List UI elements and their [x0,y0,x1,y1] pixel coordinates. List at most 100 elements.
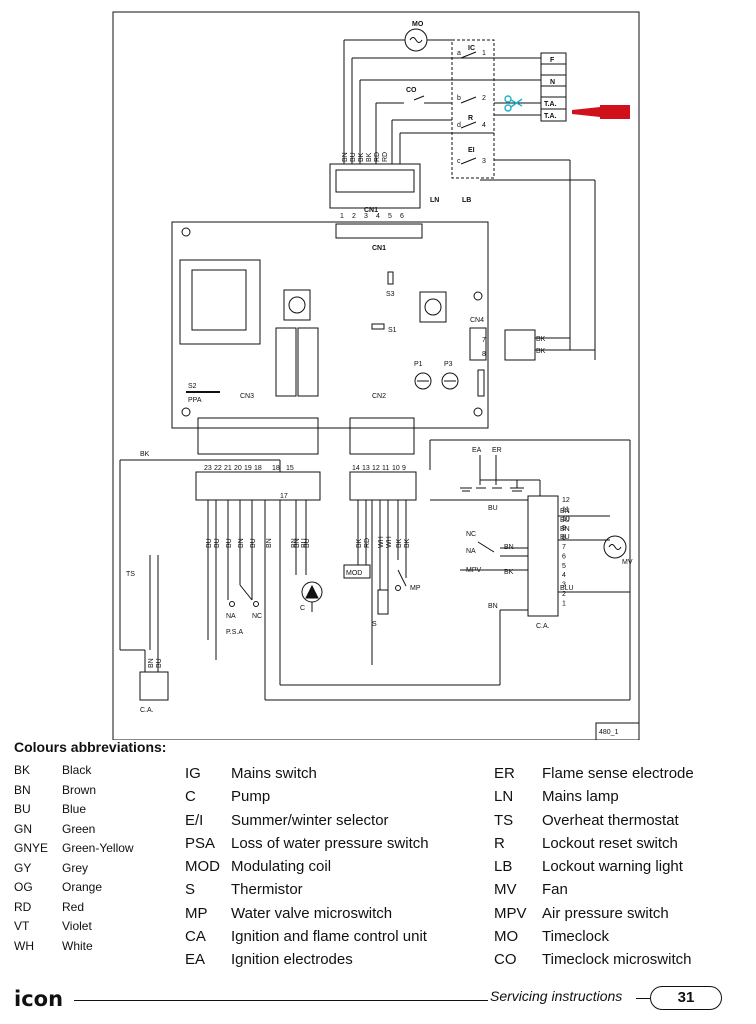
legend-desc: Pump [231,788,271,806]
ignition-control-unit [527,495,559,617]
ca-pin-number: 11 [562,506,569,513]
legend-row: MV Fan [494,878,694,901]
pot-p1 [414,372,432,390]
terminal-n: N [550,79,555,86]
pin-2: 2 [482,95,486,102]
page-footer: icon Servicing instructions 31 [14,985,734,1015]
top-wire-label: BK [366,152,373,162]
pin-c: c [457,158,461,165]
cn2-pin-number: 10 [392,465,400,472]
legend-code: IG [185,765,201,782]
cn3-pin-number: 23 [204,465,212,472]
colour-name: Black [62,763,92,777]
wiring-diagram: MO IC CO R EI a b c d 1 2 3 4 F N T.A. T… [112,11,640,740]
label-mod: MOD [346,570,362,577]
colour-code: VT [14,919,30,933]
label-mp: MP [410,585,421,592]
cn3-wire-label: BN [238,538,245,548]
label-cn3: CN3 [240,393,254,400]
cn3-wire-label: BN [266,538,273,548]
ts-wire-label: BU [156,658,163,668]
cn3-pin-number: 20 [234,465,242,472]
cn2-pin-number: 12 [372,465,380,472]
label-s: S [372,621,377,628]
legend-desc: Fan [542,881,568,899]
pin-cn4-7: 7 [482,337,486,344]
legend-desc: Mains switch [231,765,317,782]
label-cn1: CN1 [364,207,378,214]
cn3-pin-number: 15 [286,465,294,472]
thermistor [377,589,389,615]
label-ts: TS [126,571,135,578]
legend-desc: Timeclock microswitch [542,951,692,969]
colour-code: GNYE [14,841,49,855]
wire-label: BU [301,538,308,548]
label-er: ER [492,447,502,454]
legend-code: E/I [185,811,204,829]
label-ln: LN [430,197,439,204]
colour-name: Blue [62,802,87,816]
legend-desc: Thermistor [231,881,303,899]
legend-code: MV [494,881,517,899]
label-ic: IC [468,45,475,52]
label-mpv: MPV [466,567,482,574]
pin-d: d [457,122,461,129]
cn3-wire-label: BU [214,538,221,548]
label-r: R [468,115,473,122]
legend-desc: Loss of water pressure switch [231,834,429,852]
colour-code: BK [14,763,31,777]
label-psa: P.S.A [226,629,243,636]
label-p1: P1 [414,361,423,368]
legend-desc: Timeclock [542,928,609,946]
cn1-connector [335,223,423,239]
wire-bu-ca: BU [488,505,498,512]
label-nc: NC [252,613,262,620]
ca-pin-number: 12 [562,497,570,504]
ca-wire-label: BU [560,534,570,541]
plug-cn3 [195,471,321,501]
colour-name: Violet [62,919,92,933]
legend-desc: Air pressure switch [542,904,669,922]
top-wire-label: BU [350,152,357,162]
terminal-f: F [550,57,555,64]
label-s1: S1 [388,327,397,334]
label-pump: C [300,605,305,612]
colour-row: VT Violet [14,917,174,937]
cn3-pin-number: 21 [224,465,232,472]
wire-bk-top: BK [140,451,150,458]
ca-wire-label: BN [560,508,570,515]
cn2-pin-number: 9 [402,465,406,472]
legend-desc: Summer/winter selector [231,811,389,829]
fan-symbol [603,535,627,559]
label-mo: MO [412,21,424,28]
label-p3: P3 [444,361,453,368]
footer-text: Servicing instructions [490,988,623,1004]
legend-code: ER [494,765,515,782]
label-cn1-board: CN1 [372,245,386,252]
legend-code: CO [494,951,517,969]
cn3-wire-label: BU [304,538,311,548]
pin-b: b [457,95,461,102]
legend-desc: Overheat thermostat [542,811,679,829]
cn3-pin-number: 19 [244,465,252,472]
ca-wire-label: BK [504,569,514,576]
colour-code: OG [14,880,33,894]
pin-cn4-8: 8 [482,351,486,358]
legend-code: R [494,834,505,852]
cn3-pin-number: 18 [272,465,280,472]
legend-code: MOD [185,858,220,876]
control-pcb [171,221,489,429]
pot-p3 [441,372,459,390]
colour-name: Orange [62,880,103,894]
cn1-pin-number: 3 [364,213,368,220]
